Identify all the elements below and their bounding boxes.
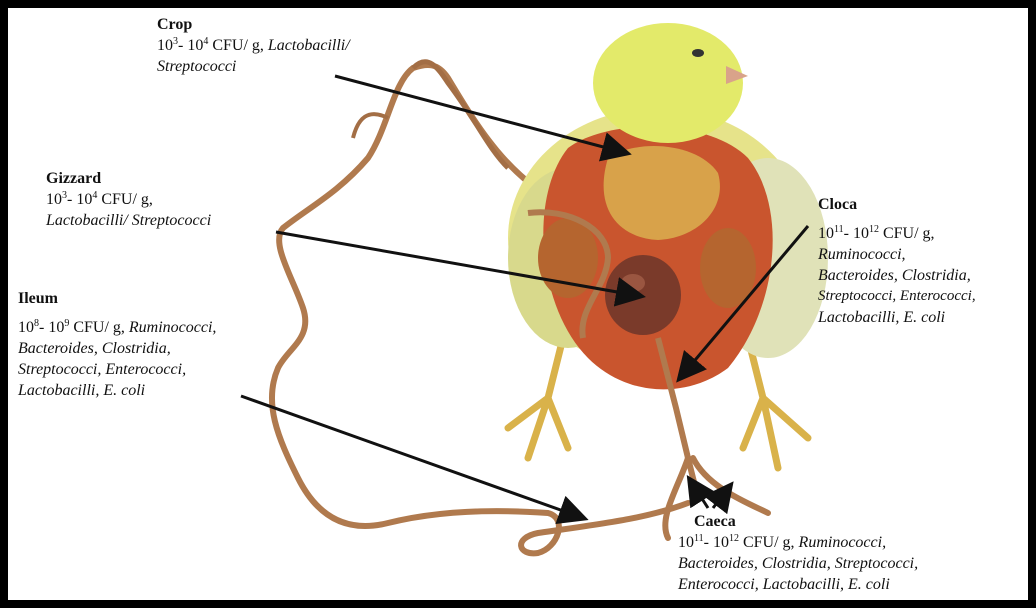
gizzard-label: Gizzard 103- 104 CFU/ g, Lactobacilli/ S… bbox=[46, 168, 211, 231]
gizzard-count: 103- 104 CFU/ g, bbox=[46, 189, 211, 210]
caeca-title: Caeca bbox=[694, 511, 918, 532]
gizzard-title: Gizzard bbox=[46, 168, 211, 189]
crop-bacteria-1: Lactobacilli/ bbox=[268, 37, 350, 54]
cloca-title: Cloca bbox=[818, 194, 976, 215]
caeca-arrow-left bbox=[690, 480, 708, 508]
figure-canvas: Crop 103- 104 CFU/ g, Lactobacilli/ Stre… bbox=[8, 8, 1028, 600]
crop-label: Crop 103- 104 CFU/ g, Lactobacilli/ Stre… bbox=[157, 14, 350, 77]
caeca-count: 1011- 1012 CFU/ g, Ruminococci, bbox=[678, 532, 918, 553]
crop-count: 103- 104 CFU/ g, Lactobacilli/ bbox=[157, 35, 350, 56]
gizzard-bacteria: Lactobacilli/ Streptococci bbox=[46, 210, 211, 231]
gizzard-organ bbox=[605, 255, 681, 335]
crop-title: Crop bbox=[157, 14, 350, 35]
left-leg bbox=[508, 338, 568, 458]
chick-head bbox=[593, 23, 743, 143]
ileum-title: Ileum bbox=[18, 288, 216, 309]
cloca-label: Cloca 1011- 1012 CFU/ g, Ruminococci, Ba… bbox=[818, 194, 976, 328]
right-leg bbox=[743, 338, 808, 468]
ileum-label: Ileum 108- 109 CFU/ g, Ruminococci, Bact… bbox=[18, 288, 216, 401]
ileum-count: 108- 109 CFU/ g, Ruminococci, bbox=[18, 317, 216, 338]
cloca-count: 1011- 1012 CFU/ g, bbox=[818, 223, 976, 244]
crop-bacteria: Streptococci bbox=[157, 56, 350, 77]
caeca-label: Caeca 1011- 1012 CFU/ g, Ruminococci, Ba… bbox=[678, 511, 918, 595]
